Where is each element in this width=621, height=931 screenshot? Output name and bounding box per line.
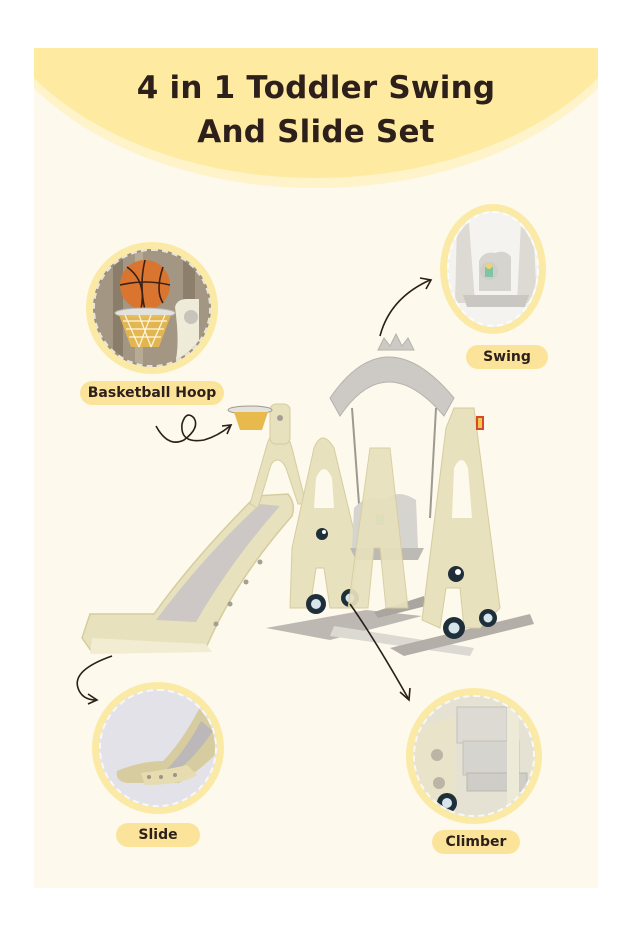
product-infographic-card: 4 in 1 Toddler Swing And Slide Set Baske… [34,48,598,888]
swing-slide-set-illustration [76,277,534,705]
feature-label-swing: Swing [466,345,548,369]
title-line-2: And Slide Set [197,114,435,150]
basketball-hoop-icon [95,251,209,365]
swing-bubble [440,204,546,334]
slide-icon [101,691,215,805]
climber-steps-icon [415,697,533,815]
page-title: 4 in 1 Toddler Swing And Slide Set [34,66,598,154]
basketball-hoop-bubble [86,242,218,374]
feature-label-slide: Slide [116,823,200,847]
arrow-to-swing-icon [379,277,433,337]
swing-seat-icon [449,213,537,325]
feature-label-basketball-hoop: Basketball Hoop [80,381,224,405]
arrow-to-slide-icon [76,655,113,705]
slide-bubble [92,682,224,814]
climber-bubble [406,688,542,824]
title-line-1: 4 in 1 Toddler Swing [136,70,496,106]
arrow-to-climber-icon [349,603,411,702]
arrow-to-basketball-hoop-icon [155,414,233,443]
feature-label-climber: Climber [432,830,520,854]
